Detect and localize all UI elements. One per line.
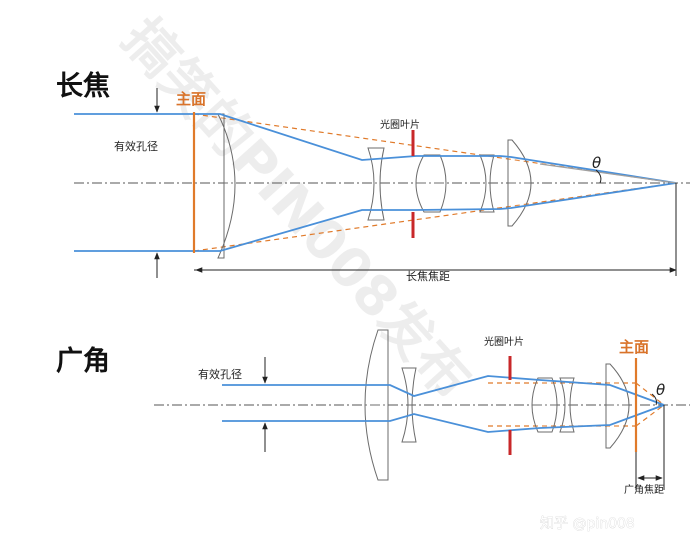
wide-biconvex-lens [531,377,558,433]
telephoto-section: 长焦 主面 光圈叶片 有效孔径 θ 长焦焦距 [56,70,690,283]
telephoto-principal-plane-label: 主面 [176,90,206,108]
wide-focal-length-label: 广角焦距 [624,483,664,496]
wide-section: 广角 主面 光圈叶片 有效孔径 θ 广角焦 [56,329,690,496]
telephoto-front-lens [217,113,236,259]
wide-dashed-converge-upper [635,382,665,406]
wide-ray-upper [222,375,665,406]
wide-aperture-label: 有效孔径 [198,367,242,381]
telephoto-focal-length-label: 长焦焦距 [406,270,450,283]
telephoto-ray-lower [74,182,677,252]
credit-text: 知乎 @pin008 [540,515,635,532]
wide-principal-plane-label: 主面 [619,338,649,356]
telephoto-iris-label: 光圈叶片 [380,118,420,131]
telephoto-title: 长焦 [56,70,110,102]
telephoto-meniscus-lens [479,154,495,213]
telephoto-angle-label: θ [592,154,601,172]
telephoto-rear-lens [507,139,532,227]
wide-dashed-converge-lower [635,404,665,427]
wide-ray-lower [222,404,665,433]
telephoto-aperture-label: 有效孔径 [114,139,158,153]
telephoto-biconvex-lens [415,154,447,213]
wide-title: 广角 [56,345,110,377]
wide-angle-arc [651,393,657,406]
telephoto-negative-lens [367,147,385,221]
wide-rear-lens [605,363,630,449]
wide-iris-label: 光圈叶片 [484,335,524,348]
wide-front-lens [364,329,389,481]
telephoto-angle-arc [595,169,602,184]
wide-angle-label: θ [656,381,665,399]
wide-meniscus-lens [559,377,575,433]
telephoto-ray-upper [74,113,677,184]
telephoto-ray-grey [539,163,677,184]
